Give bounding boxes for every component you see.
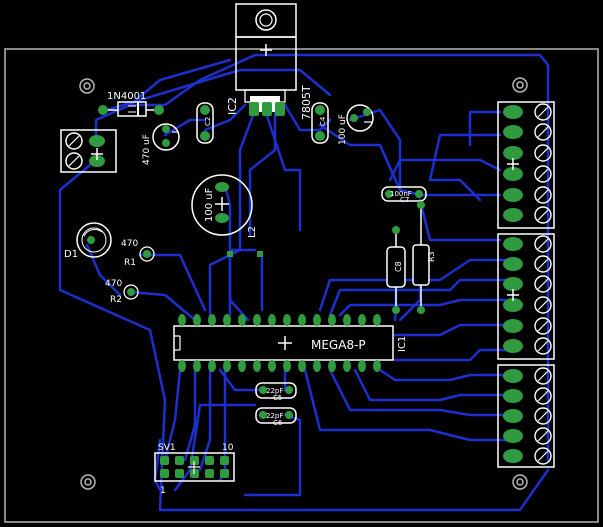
capacitor-c4 bbox=[311, 102, 329, 144]
capacitor-c8 bbox=[386, 226, 406, 314]
label-r2: R2 bbox=[110, 295, 122, 305]
label-reg: 7805T bbox=[300, 85, 313, 120]
power-terminal bbox=[60, 129, 117, 173]
mounting-holes bbox=[79, 77, 528, 490]
resistor-r2 bbox=[123, 284, 139, 300]
board-outline bbox=[4, 48, 599, 523]
label-c5: C5 bbox=[273, 394, 282, 402]
label-l2: L2 bbox=[247, 226, 258, 238]
label-cap-small-1: 470 uF bbox=[142, 134, 152, 165]
label-c7: C7 bbox=[400, 196, 409, 204]
header-sv1 bbox=[154, 452, 235, 482]
label-ic2: IC2 bbox=[226, 97, 239, 115]
capacitor-c6 bbox=[255, 407, 297, 424]
capacitor-big bbox=[191, 174, 253, 236]
terminal-block-1 bbox=[497, 101, 555, 229]
label-r1: R1 bbox=[124, 258, 136, 268]
regulator-ic2 bbox=[235, 3, 297, 116]
label-c2: C2 bbox=[204, 117, 212, 126]
label-cap-big: 100 uF bbox=[204, 187, 215, 222]
capacitor-c7 bbox=[381, 186, 427, 202]
label-c5-value: 22pF bbox=[266, 387, 283, 395]
label-r3: R3 bbox=[427, 251, 436, 262]
resistor-r3 bbox=[412, 201, 430, 314]
label-ic1: IC1 bbox=[397, 336, 408, 352]
led-d1 bbox=[76, 222, 112, 258]
terminal-block-3 bbox=[497, 364, 555, 468]
label-mcu: MEGA8-P bbox=[311, 338, 366, 352]
label-c7-value: 100nF bbox=[390, 190, 412, 198]
label-r2-value: 470 bbox=[105, 279, 122, 289]
inductor-l2 bbox=[227, 251, 263, 257]
label-c6: C6 bbox=[273, 419, 283, 427]
capacitor-c5 bbox=[255, 382, 297, 399]
capacitor-c2 bbox=[196, 102, 214, 144]
label-c8: C8 bbox=[394, 261, 403, 272]
label-c6-value: 22pF bbox=[266, 412, 283, 420]
mcu-mega8 bbox=[173, 314, 394, 372]
diode-1n4001 bbox=[98, 101, 164, 117]
capacitor-c3 bbox=[152, 123, 180, 151]
label-diode: 1N4001 bbox=[107, 91, 146, 102]
capacitor-c-small-2 bbox=[346, 104, 374, 132]
label-cap-small-2: 100 uF bbox=[338, 114, 348, 145]
label-sv1-pin10: 10 bbox=[222, 443, 234, 453]
terminal-block-2 bbox=[497, 233, 555, 360]
label-c4: C4 bbox=[319, 116, 327, 126]
label-r1-value: 470 bbox=[121, 239, 138, 249]
label-d1: D1 bbox=[64, 249, 78, 260]
label-sv1: SV1 bbox=[158, 443, 176, 453]
traces bbox=[58, 53, 550, 512]
resistor-r1 bbox=[139, 246, 155, 262]
label-sv1-pin1: 1 bbox=[160, 486, 166, 496]
